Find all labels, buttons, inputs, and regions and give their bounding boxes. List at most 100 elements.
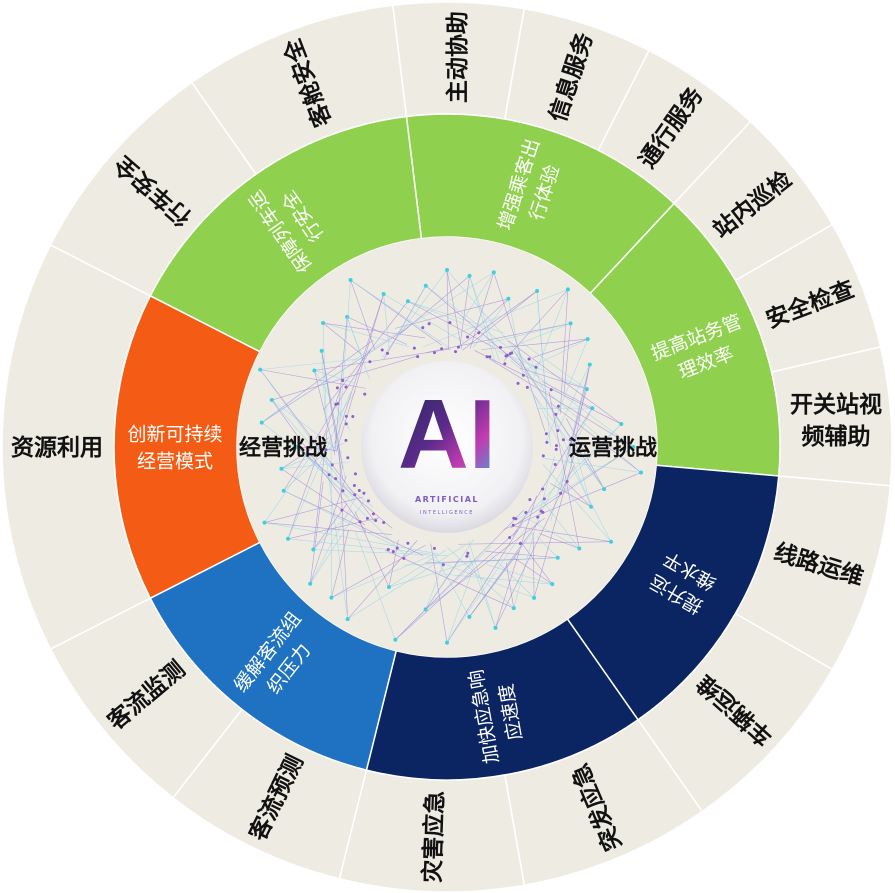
network-line xyxy=(446,522,530,643)
network-node xyxy=(395,546,399,550)
network-node xyxy=(393,637,398,642)
network-line xyxy=(446,269,462,350)
network-node xyxy=(358,520,362,524)
network-line xyxy=(491,555,535,599)
network-line xyxy=(283,444,334,491)
network-line xyxy=(425,285,538,370)
inner-label-operating-business: 经营挑战 xyxy=(239,435,327,461)
middle-segment: 创新可持续经营模式 xyxy=(113,294,261,600)
network-node xyxy=(321,321,326,326)
network-line xyxy=(261,422,374,508)
outer-segment: 线路运维 xyxy=(734,475,892,671)
network-node xyxy=(516,381,520,385)
network-node xyxy=(561,438,565,442)
network-node xyxy=(279,466,284,471)
network-line xyxy=(322,322,362,355)
network-node xyxy=(506,296,511,301)
network-node xyxy=(351,414,355,418)
network-node xyxy=(421,326,425,330)
network-node xyxy=(466,335,470,339)
network-node xyxy=(406,541,410,545)
network-node xyxy=(568,321,573,326)
network-line xyxy=(321,350,344,482)
network-node xyxy=(344,422,348,426)
network-line xyxy=(425,517,546,610)
network-line xyxy=(567,389,588,455)
network-node xyxy=(602,487,607,492)
network-node xyxy=(341,489,345,493)
network-line xyxy=(497,350,587,390)
network-node xyxy=(535,289,540,294)
network-node xyxy=(554,412,558,416)
network-node xyxy=(308,581,313,586)
network-node xyxy=(412,346,416,350)
network-node xyxy=(511,606,516,611)
network-line xyxy=(331,529,349,598)
network-node xyxy=(488,355,492,359)
outer-segment: 客舱安全 xyxy=(190,4,408,176)
network-node xyxy=(559,491,563,495)
network-line xyxy=(536,536,558,558)
network-line xyxy=(350,279,451,349)
network-line xyxy=(546,338,588,442)
network-line xyxy=(331,553,436,598)
network-node xyxy=(352,484,356,488)
network-node xyxy=(353,472,357,476)
network-node xyxy=(485,355,489,359)
network-node xyxy=(366,499,370,503)
network-line xyxy=(529,519,580,549)
network-line xyxy=(570,364,591,464)
network-line xyxy=(321,350,346,478)
network-node xyxy=(334,402,338,406)
network-node xyxy=(416,355,420,359)
network-node xyxy=(381,291,386,296)
network-node xyxy=(402,556,406,560)
network-line xyxy=(462,272,495,320)
network-node xyxy=(334,477,338,481)
network-node xyxy=(294,445,299,449)
network-node xyxy=(345,314,350,319)
network-line xyxy=(446,522,523,643)
network-line xyxy=(503,289,569,361)
outer-label-line: 频辅助 xyxy=(802,423,871,450)
network-node xyxy=(631,445,636,449)
network-node xyxy=(382,521,386,525)
network-line xyxy=(458,541,612,545)
network-node xyxy=(556,429,560,433)
network-node xyxy=(262,520,267,525)
network-line xyxy=(407,300,494,348)
network-node xyxy=(454,350,458,354)
network-line xyxy=(541,499,580,549)
network-node xyxy=(340,508,344,512)
network-line xyxy=(336,293,384,452)
network-node xyxy=(528,498,532,502)
network-line xyxy=(283,490,397,548)
network-line xyxy=(321,350,327,423)
network-node xyxy=(341,379,345,383)
network-node xyxy=(585,337,590,342)
network-node xyxy=(286,536,291,541)
outer-segment: 突发应急 xyxy=(503,718,704,887)
network-line xyxy=(334,316,348,452)
network-node xyxy=(467,614,472,619)
network-line xyxy=(513,455,555,609)
network-node xyxy=(577,546,582,551)
outer-segment: 安全检查 xyxy=(734,223,882,373)
network-node xyxy=(510,351,514,355)
network-line xyxy=(350,279,442,346)
network-line xyxy=(520,541,553,585)
network-line xyxy=(281,442,345,470)
network-node xyxy=(423,283,428,288)
network-line xyxy=(283,490,424,556)
network-node xyxy=(493,625,498,630)
ai-logo-text: AI xyxy=(398,379,496,489)
network-line xyxy=(388,559,478,588)
network-line xyxy=(264,522,392,535)
network-node xyxy=(311,547,316,552)
network-node xyxy=(556,404,560,408)
network-line xyxy=(536,291,551,447)
network-node xyxy=(609,539,614,544)
network-line xyxy=(528,387,605,490)
outer-segment: 开关站视频辅助 xyxy=(770,345,893,487)
network-line xyxy=(383,293,390,349)
